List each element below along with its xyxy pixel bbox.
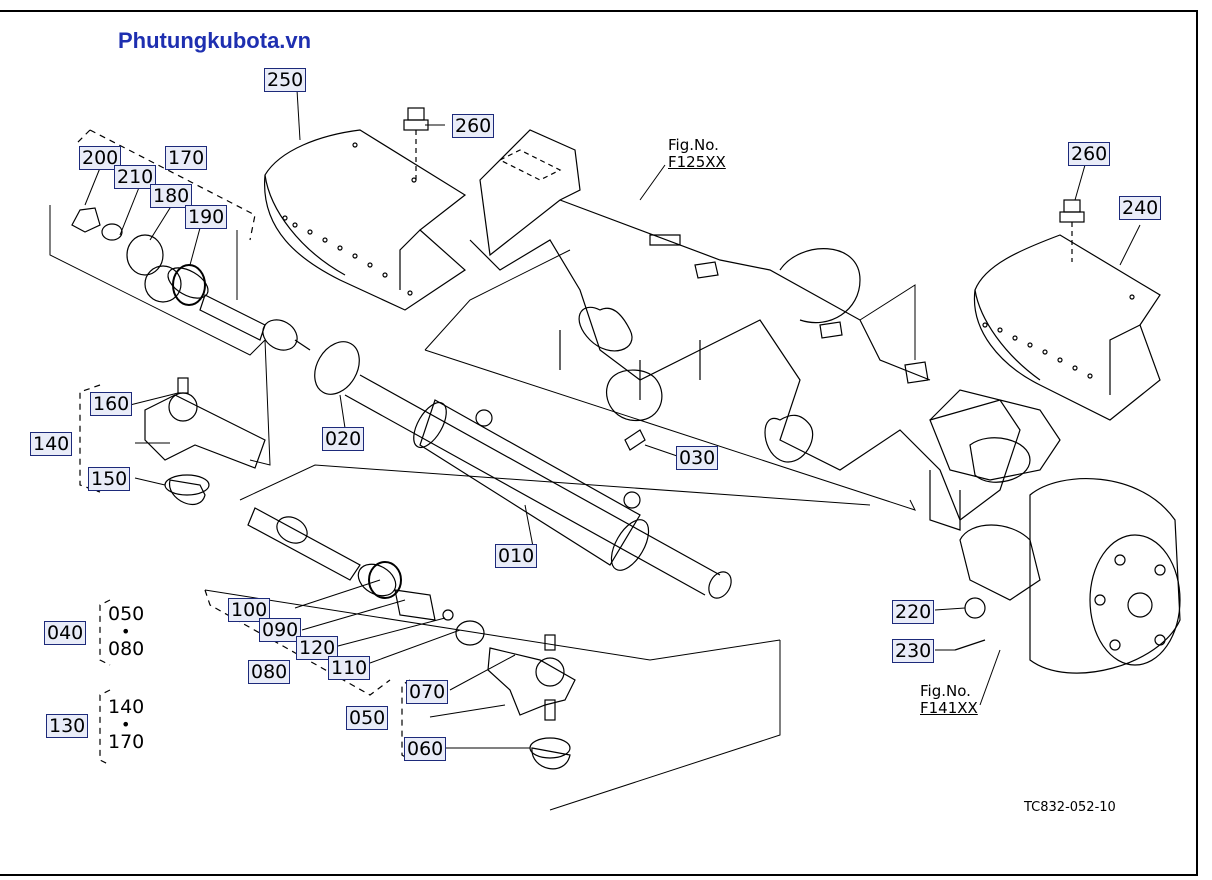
group-130-bottom: 170 (108, 731, 145, 753)
figure-code: TC832-052-10 (1024, 800, 1116, 815)
callout-230[interactable]: 230 (892, 639, 935, 663)
tie-rod-end-050 (487, 634, 576, 770)
callout-090[interactable]: 090 (259, 618, 302, 642)
callout-160[interactable]: 160 (90, 392, 133, 416)
cylinder-010 (344, 374, 732, 599)
callout-020[interactable]: 020 (322, 427, 365, 451)
callout-180[interactable]: 180 (150, 184, 193, 208)
shield-250 (264, 129, 467, 311)
group-040-top: 050 (108, 603, 145, 625)
callout-010[interactable]: 010 (495, 544, 538, 568)
fig-ref-f141-number: F141XX (920, 699, 978, 717)
axle-housing (469, 129, 1061, 531)
callout-040[interactable]: 040 (44, 621, 87, 645)
fig-ref-f125-number: F125XX (668, 153, 726, 171)
callout-200[interactable]: 200 (79, 146, 122, 170)
fig-ref-f125-label: Fig.No. (668, 136, 719, 154)
callout-060[interactable]: 060 (404, 737, 447, 761)
callout-030[interactable]: 030 (676, 446, 719, 470)
tie-rod-upper (71, 207, 360, 395)
group-130-dot-icon: • (121, 715, 131, 734)
callout-140[interactable]: 140 (30, 432, 73, 456)
callout-240[interactable]: 240 (1119, 196, 1162, 220)
wheel-hub (954, 478, 1181, 674)
callout-260-left[interactable]: 260 (452, 114, 495, 138)
callout-210[interactable]: 210 (114, 165, 157, 189)
shield-240 (973, 234, 1161, 421)
group-040-dot-icon: • (121, 622, 131, 641)
fig-ref-f125: Fig.No. F125XX (668, 137, 726, 171)
fig-ref-f141: Fig.No. F141XX (920, 683, 978, 717)
callout-100[interactable]: 100 (228, 598, 271, 622)
page-frame (0, 10, 1198, 876)
callout-050[interactable]: 050 (346, 706, 389, 730)
misc-parts (144, 264, 646, 599)
callout-070[interactable]: 070 (406, 680, 449, 704)
callout-110[interactable]: 110 (328, 656, 371, 680)
watermark-text: Phutungkubota.vn (118, 28, 312, 53)
bolt-260 (403, 107, 1085, 262)
callout-170[interactable]: 170 (165, 146, 208, 170)
fig-ref-f141-label: Fig.No. (920, 682, 971, 700)
group-130-top: 140 (108, 696, 145, 718)
callout-190[interactable]: 190 (185, 205, 228, 229)
tie-rod-lower (247, 507, 485, 646)
callout-260-right[interactable]: 260 (1068, 142, 1111, 166)
callout-220[interactable]: 220 (892, 600, 935, 624)
group-040-bottom: 080 (108, 638, 145, 660)
callout-250[interactable]: 250 (264, 68, 307, 92)
callout-130[interactable]: 130 (46, 714, 89, 738)
callout-080[interactable]: 080 (248, 660, 291, 684)
callout-150[interactable]: 150 (88, 467, 131, 491)
